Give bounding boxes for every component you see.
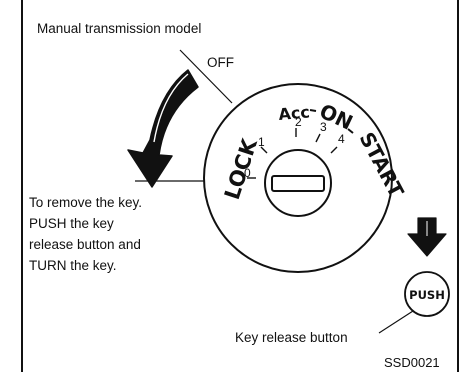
figure-code: SSD0021 bbox=[384, 355, 440, 370]
position-number: 1 bbox=[258, 135, 265, 149]
label-dashes bbox=[309, 109, 354, 134]
instruction-line: To remove the key. bbox=[29, 195, 143, 210]
figure-frame bbox=[21, 0, 459, 372]
instruction-line: TURN the key. bbox=[29, 258, 117, 273]
instruction-line: release button and bbox=[29, 237, 141, 252]
position-number: 3 bbox=[320, 120, 327, 134]
off-label: OFF bbox=[207, 55, 234, 70]
figure-title: Manual transmission model bbox=[37, 21, 202, 36]
position-number: 0 bbox=[244, 166, 251, 180]
position-numbers: 0 1 2 3 4 bbox=[244, 115, 345, 180]
off-leader-line bbox=[179, 49, 233, 104]
key-slot bbox=[271, 175, 325, 192]
turn-arrow-icon bbox=[127, 69, 199, 188]
position-ticks bbox=[247, 128, 338, 179]
key-release-caption: Key release button bbox=[235, 330, 348, 345]
push-button bbox=[404, 271, 450, 317]
removal-instructions: To remove the key. PUSH the key release … bbox=[29, 192, 142, 276]
position-number: 2 bbox=[295, 115, 302, 129]
instruction-line: PUSH the key bbox=[29, 216, 114, 231]
push-button-label: PUSH bbox=[409, 288, 445, 302]
acc-label: Acc bbox=[278, 102, 311, 124]
push-arrow-icon bbox=[407, 217, 447, 257]
position-number: 4 bbox=[338, 132, 345, 146]
caption-leader-line bbox=[378, 310, 414, 334]
